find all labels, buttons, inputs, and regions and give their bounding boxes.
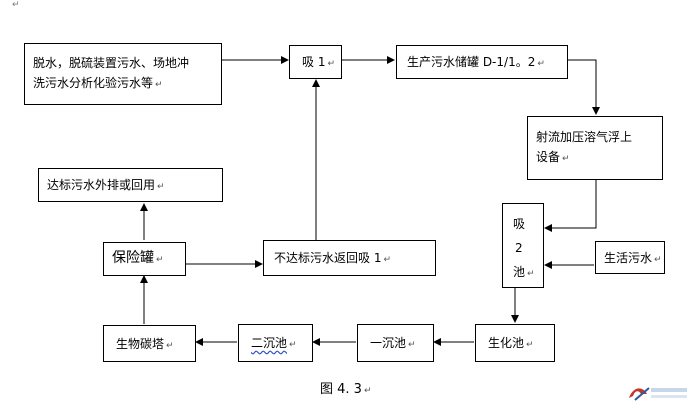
storage-tank-label: 生产污水储罐 D-1/1。2: [407, 55, 536, 69]
arrow-flotation-to-pump2: [544, 180, 597, 232]
pump-2-line-3: 池: [513, 265, 526, 279]
bio-carbon-tower-label: 生物碳塔: [116, 337, 165, 351]
biochemical-pool-box: 生化池↵: [475, 324, 555, 362]
source-line-2: 洗污水分析化验污水等: [33, 76, 154, 90]
safety-tank-label: 保险罐: [112, 250, 154, 266]
storage-tank-box: 生产污水储罐 D-1/1。2↵: [396, 45, 568, 79]
paragraph-mark-top: ↵: [12, 0, 20, 10]
pump-2-line-2: 2: [515, 241, 523, 255]
bio-carbon-tower-box: 生物碳塔↵: [103, 325, 196, 362]
biochemical-pool-label: 生化池: [488, 336, 525, 350]
discharge-label: 达标污水外排或回用: [47, 178, 156, 192]
flotation-equipment-box: 射流加压溶气浮上 设备↵: [527, 116, 663, 180]
return-to-pump1-label: 不达标污水返回吸 1: [274, 251, 382, 265]
arrow-tank-to-flotation: [568, 59, 600, 115]
domestic-wastewater-label: 生活污水: [604, 251, 653, 265]
source-wastewater-box: 脱水，脱硫装置污水、场地冲 洗污水分析化验污水等↵: [24, 43, 222, 105]
domestic-wastewater-box: 生活污水↵: [595, 241, 665, 274]
secondary-settling-label: 二沉池: [251, 336, 288, 350]
flotation-line-1: 射流加压溶气浮上: [536, 130, 633, 144]
source-line-1: 脱水，脱硫装置污水、场地冲: [33, 56, 190, 70]
primary-settling-box: 一沉池↵: [357, 324, 434, 362]
secondary-settling-box: 二沉池↵: [238, 324, 313, 362]
discharge-box: 达标污水外排或回用↵: [38, 168, 223, 202]
watermark-logo: [625, 382, 689, 404]
pump-1-box: 吸 1↵: [289, 45, 342, 79]
return-to-pump1-box: 不达标污水返回吸 1↵: [263, 240, 436, 276]
figure-caption: 图 4. 3↵: [320, 382, 372, 397]
flotation-line-2: 设备: [536, 150, 561, 164]
safety-tank-box: 保险罐↵: [103, 242, 186, 276]
pump-1-label: 吸 1: [302, 55, 326, 69]
watermark-logo-icon: [629, 387, 687, 401]
primary-settling-label: 一沉池: [370, 336, 407, 350]
pump-2-line-1: 吸: [513, 217, 526, 231]
pump-2-pool-box: 吸 2 池↵: [502, 203, 544, 288]
